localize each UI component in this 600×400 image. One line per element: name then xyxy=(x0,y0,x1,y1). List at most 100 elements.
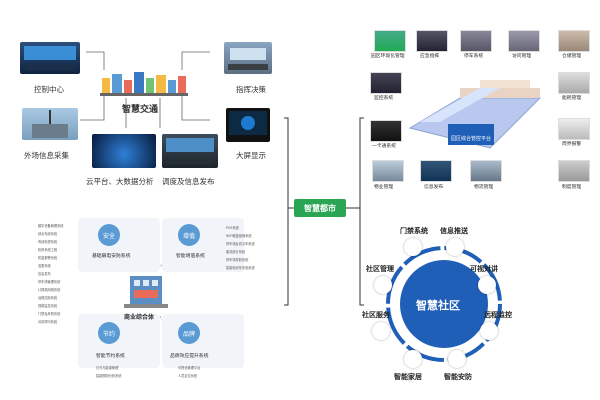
security-line: 巡更系统 xyxy=(38,264,51,268)
security-line: 远程控制系统 xyxy=(38,296,58,300)
brand-title: 品牌效应提升系统 xyxy=(170,354,209,359)
value-added-line: 智能电动车充电系统 xyxy=(226,266,255,270)
community-service-icon xyxy=(372,322,390,340)
smart-home-label: 智能家居 xyxy=(394,373,422,381)
security-line: 有线电视系统 xyxy=(38,240,58,244)
big-screen-label: 大屏显示 xyxy=(236,151,266,160)
parking-image xyxy=(460,30,492,52)
remote-monitoring-label: 远程监控 xyxy=(484,311,512,319)
monitoring-image xyxy=(370,72,402,94)
value-added-icon: 增值 xyxy=(178,224,200,246)
security-line: 对讲呼叫系统 xyxy=(38,320,58,324)
dispatch-label: 调度及信息发布 xyxy=(162,177,215,186)
monitoring-label: 监控系统 xyxy=(374,96,394,101)
security-line: 信息发布 xyxy=(38,272,51,276)
community-management-icon xyxy=(374,276,392,294)
security-line: 防盗报警系统 xyxy=(38,256,58,260)
policy-label: 制度管理 xyxy=(562,185,582,190)
access-control-icon xyxy=(404,238,422,256)
security-line: 综合布线系统 xyxy=(38,232,58,236)
info-release-image xyxy=(420,160,452,182)
command-decision-label: 指挥决策 xyxy=(236,85,266,94)
security-line: 计算机网络系统 xyxy=(38,288,61,292)
energy-label: 能耗管理 xyxy=(562,96,582,101)
smart-security-icon xyxy=(448,350,466,368)
security-line: 机房系统工程 xyxy=(38,248,58,252)
value-added-line: 停车场反向寻车系统 xyxy=(226,242,255,246)
card-system-label: 一卡通系统 xyxy=(372,144,396,149)
community-center-label: 智慧社区 xyxy=(416,299,460,312)
warehouse-label: 仓储管理 xyxy=(562,54,582,59)
smart-security-label: 智能安防 xyxy=(444,373,472,381)
value-added-title: 智能增值系统 xyxy=(176,254,205,259)
community-ring xyxy=(386,246,502,362)
security-line: 停车场管理系统 xyxy=(38,280,61,284)
commerce-panel-tl xyxy=(78,218,160,272)
community-management-label: 社区管理 xyxy=(366,265,394,273)
hub-label: 智慧都市 xyxy=(304,203,336,213)
energy-saving-line: 灯光与能源管理 xyxy=(96,366,119,370)
security-line: 门禁及考勤系统 xyxy=(38,312,61,316)
cloud-platform-image xyxy=(92,134,156,168)
info-push-icon xyxy=(446,238,464,256)
brand-icon-label: 品牌 xyxy=(182,330,195,338)
access-control-label: 门禁系统 xyxy=(400,227,428,235)
security-line: 楼宇设备管理系统 xyxy=(38,224,64,228)
property-label: 物业管理 xyxy=(374,185,394,190)
hub-box: 智慧都市 xyxy=(294,199,346,217)
policy-image xyxy=(558,160,590,182)
emergency-image xyxy=(416,30,448,52)
info-push-label: 信息推送 xyxy=(440,227,468,235)
brand-icon: 品牌 xyxy=(178,322,200,344)
energy-saving-icon-label: 节约 xyxy=(102,330,115,338)
park-env-label: 园区环境化管理 xyxy=(371,54,405,59)
perimeter-label: 周界报警 xyxy=(562,142,582,147)
emergency-label: 应急指挥 xyxy=(420,54,440,59)
command-decision-image xyxy=(224,42,272,74)
transport-center-label: 智慧交通 xyxy=(122,105,159,115)
smart-home-icon xyxy=(404,350,422,368)
value-added-line: 停车场导航系统 xyxy=(226,258,249,262)
video-intercom-label: 可视对讲 xyxy=(470,265,498,273)
energy-image xyxy=(558,72,590,94)
info-release-label: 信息发布 xyxy=(424,185,444,190)
control-center-image xyxy=(20,42,80,74)
card-system-image xyxy=(370,120,402,142)
field-collection-image xyxy=(22,108,78,140)
remote-monitoring-icon xyxy=(480,322,498,340)
value-added-icon-label: 增值 xyxy=(182,232,195,240)
value-added-line: 客流统计系统 xyxy=(226,250,246,254)
control-center-label: 控制中心 xyxy=(34,85,64,94)
energy-saving-line: 智能照明分析系统 xyxy=(96,374,122,378)
field-collection-label: 外场信息采集 xyxy=(24,151,69,160)
brand-line: 人员定位系统 xyxy=(178,374,198,378)
security-title: 基础弱电安防系统 xyxy=(92,254,131,259)
city-illustration xyxy=(100,70,188,96)
property-image xyxy=(372,160,404,182)
commerce-building xyxy=(124,266,168,310)
brand-line: 可视化管理平台 xyxy=(178,366,201,370)
security-icon-label: 安全 xyxy=(102,232,115,240)
security-line: 视频监控系统 xyxy=(38,304,58,308)
park-env-image xyxy=(374,30,406,52)
park-platform-label-box: 园区综合管控平台 xyxy=(448,124,495,145)
commerce-center-label: 商业综合体 xyxy=(124,314,155,321)
value-added-line: WiFi覆盖营销系统 xyxy=(226,234,252,238)
visitor-image xyxy=(508,30,540,52)
energy-saving-title: 智能节约系统 xyxy=(96,354,125,359)
logistics-image xyxy=(470,160,502,182)
parking-label: 停车系统 xyxy=(464,54,484,59)
video-intercom-icon xyxy=(478,276,496,294)
community-service-label: 社区服务 xyxy=(362,311,390,319)
value-added-line: POS系统 xyxy=(226,226,239,230)
cloud-platform-label: 云平台、大数据分析 xyxy=(86,177,154,186)
security-icon: 安全 xyxy=(98,224,120,246)
park-platform-label: 园区综合管控平台 xyxy=(451,136,492,142)
commerce-panel-tr xyxy=(162,218,244,272)
energy-saving-icon: 节约 xyxy=(98,322,120,344)
commerce-panel-bl xyxy=(78,314,160,368)
logistics-label: 物流管理 xyxy=(474,185,494,190)
commerce-panel-br xyxy=(162,314,244,368)
big-screen-image xyxy=(226,108,270,142)
visitor-label: 访问管理 xyxy=(512,54,532,59)
